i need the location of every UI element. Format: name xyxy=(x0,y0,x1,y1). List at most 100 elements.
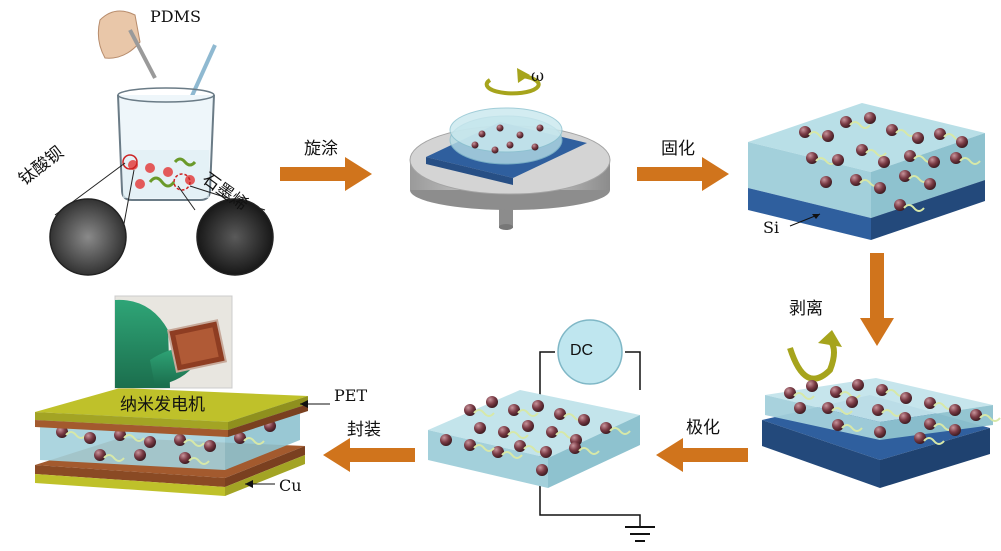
graphene-fiber xyxy=(183,439,205,447)
batio3-particle xyxy=(900,392,912,404)
rotation-icon xyxy=(484,74,541,96)
graphene-fiber xyxy=(841,424,863,432)
label-dc: DC xyxy=(570,342,594,359)
batio3-particle xyxy=(949,404,961,416)
batio3-particle xyxy=(914,432,926,444)
batio3-particle xyxy=(846,396,858,408)
hand-icon xyxy=(97,10,141,59)
batio3-particle xyxy=(84,432,96,444)
batio3-particle xyxy=(554,408,566,420)
peeled-film-stage xyxy=(762,378,1001,488)
batio3-particle xyxy=(899,412,911,424)
batio3-particle xyxy=(474,422,486,434)
label-packaging: 封装 xyxy=(347,420,381,440)
batio3-particle xyxy=(878,156,890,168)
graphene-fiber xyxy=(507,431,529,439)
batio3-particle xyxy=(874,182,886,194)
batio3-particle xyxy=(950,152,962,164)
batio3-particle xyxy=(806,152,818,164)
arrow-packaging xyxy=(323,438,415,472)
device-stage xyxy=(35,295,330,496)
arrow-polarization xyxy=(656,438,748,472)
batio3-particle xyxy=(144,436,156,448)
batio3-particle xyxy=(179,452,191,464)
batio3-particle xyxy=(806,380,818,392)
batio3-particle xyxy=(546,426,558,438)
graphene-fiber xyxy=(609,427,631,435)
batio3-particle xyxy=(904,150,916,162)
batio3-particle xyxy=(204,440,216,452)
batio3-particle xyxy=(928,156,940,168)
batio3-particle xyxy=(464,404,476,416)
graphene-fiber xyxy=(473,409,495,417)
batio3-particle xyxy=(486,396,498,408)
graphene-fiber xyxy=(65,431,87,439)
label-omega: ω xyxy=(531,66,545,85)
label-spin-coating: 旋涂 xyxy=(304,139,338,159)
label-polarization: 极化 xyxy=(686,418,720,438)
batio3-particle xyxy=(799,126,811,138)
batio3-particle xyxy=(464,439,476,451)
batio3-particle xyxy=(94,449,106,461)
graphene-fiber xyxy=(501,451,523,459)
batio3-particle xyxy=(174,434,186,446)
batio3-particle xyxy=(56,426,68,438)
dc-source xyxy=(557,319,623,385)
batio3-particle xyxy=(114,429,126,441)
spin-coater-stage xyxy=(409,68,611,230)
label-si: Si xyxy=(763,218,780,237)
batio3-particle xyxy=(794,402,806,414)
graphene-fiber xyxy=(865,149,887,157)
batio3-particle xyxy=(830,386,842,398)
batio3-particle xyxy=(856,144,868,156)
dc-wire xyxy=(539,351,641,527)
batio3-particle xyxy=(440,434,452,446)
graphene-fiber xyxy=(979,414,1001,422)
label-pdms: PDMS xyxy=(150,7,201,26)
batio3-particle xyxy=(540,446,552,458)
graphene-fiber xyxy=(517,409,539,417)
batio3-particle xyxy=(924,397,936,409)
label-nanogenerator: 纳米发电机 xyxy=(120,395,205,415)
batio3-particle xyxy=(522,420,534,432)
graphene-sem-image xyxy=(196,198,274,276)
batio3-particle xyxy=(832,419,844,431)
batio3-particle xyxy=(934,128,946,140)
batio3-particle xyxy=(492,446,504,458)
batio3-particle xyxy=(970,409,982,421)
batio3-particle xyxy=(532,400,544,412)
batio3-particle xyxy=(600,422,612,434)
cured-film-stage xyxy=(748,103,985,240)
batio3-particle xyxy=(832,154,844,166)
batio3-particle xyxy=(872,404,884,416)
poling-stage xyxy=(428,319,655,542)
batio3-particle xyxy=(894,199,906,211)
graphene-fiber xyxy=(473,444,495,452)
batio3-particle xyxy=(498,426,510,438)
peel-arrow-icon xyxy=(787,338,837,382)
dropper-icon xyxy=(128,29,157,79)
batio3-sem-image xyxy=(49,198,127,276)
batio3-particle xyxy=(956,136,968,148)
batio3-particle xyxy=(949,424,961,436)
batio3-particle xyxy=(822,402,834,414)
batio3-particle xyxy=(924,178,936,190)
batio3-particle xyxy=(234,432,246,444)
label-curing: 固化 xyxy=(661,139,695,159)
batio3-particle xyxy=(924,418,936,430)
batio3-particle xyxy=(864,112,876,124)
graphene-fiber xyxy=(923,437,945,445)
graphene-fiber xyxy=(793,392,815,400)
graphene-fiber xyxy=(103,454,125,462)
batio3-particle xyxy=(820,176,832,188)
batio3-particle xyxy=(912,132,924,144)
graphene-fiber xyxy=(188,457,210,465)
arrow-peeling xyxy=(860,253,894,346)
beaker-stage xyxy=(49,10,274,276)
graphene-fiber xyxy=(849,121,871,129)
batio3-particle xyxy=(784,387,796,399)
label-pet: PET xyxy=(334,386,368,405)
graphene-fiber xyxy=(903,204,925,212)
